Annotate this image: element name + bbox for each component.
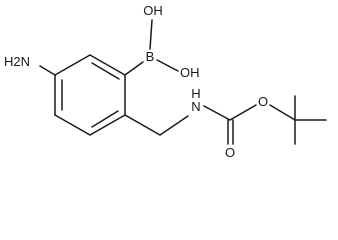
ring-bond-4 bbox=[54, 114, 91, 136]
chemical-structure: H2N B OH OH H N O O bbox=[4, 3, 327, 160]
boron-oh-upper-bond bbox=[149, 19, 153, 50]
boron-oh-lower-bond bbox=[156, 59, 179, 72]
ring-ch2-bond bbox=[124, 114, 161, 136]
carbonyl-ether-bond bbox=[229, 104, 257, 121]
amide-n-label: N bbox=[191, 99, 200, 114]
amine-bond bbox=[39, 65, 56, 76]
ring-bond-3 bbox=[89, 114, 126, 136]
hydroxyl-lower-label: OH bbox=[180, 65, 200, 80]
ring-bond-1 bbox=[89, 54, 126, 76]
hydroxyl-upper-label: OH bbox=[143, 3, 163, 18]
nh-carbonyl-bond bbox=[203, 105, 231, 121]
amine-label: H2N bbox=[4, 54, 30, 69]
benzene-ring bbox=[54, 54, 126, 136]
ch2-nh-bond bbox=[159, 115, 189, 136]
ether-oxygen-label: O bbox=[258, 94, 268, 109]
ring-double-bond-inner-1 bbox=[91, 62, 120, 80]
boron-label: B bbox=[146, 49, 155, 64]
ring-boron-bond bbox=[124, 61, 144, 76]
carbonyl-oxygen-label: O bbox=[225, 145, 235, 160]
ring-double-bond-inner-2 bbox=[91, 110, 119, 128]
ring-bond-6 bbox=[54, 54, 91, 76]
ether-quaternary-bond bbox=[269, 104, 296, 121]
amide-h-label: H bbox=[191, 86, 200, 101]
